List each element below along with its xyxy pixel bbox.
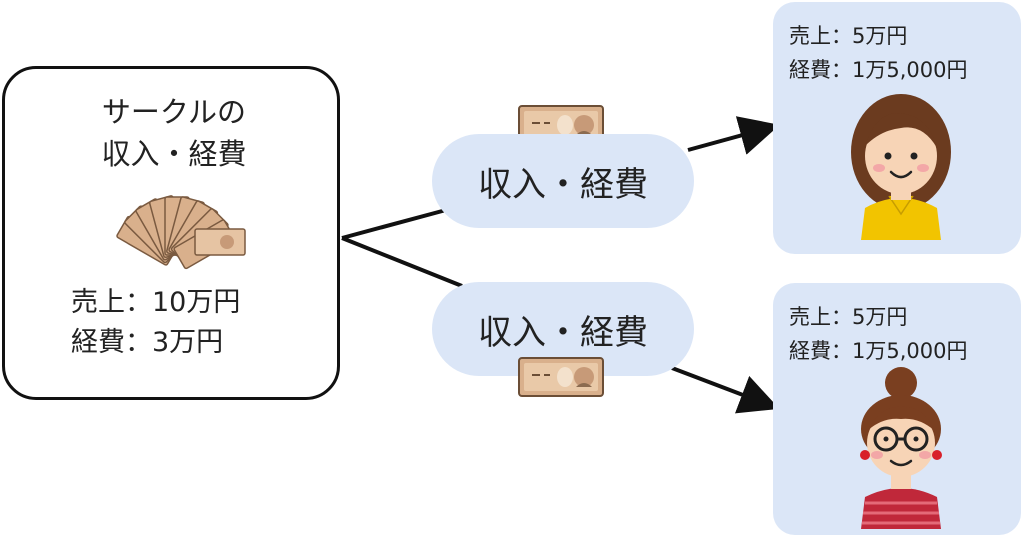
member-card-1: 売上：5万円 経費：1万5,000円 — [773, 2, 1021, 254]
arrow-upper — [687, 116, 780, 155]
member1-expenses: 経費：1万5,000円 — [789, 58, 968, 82]
member2-sales: 売上：5万円 — [789, 305, 908, 329]
banknote-icon — [518, 357, 604, 397]
arrow-lower — [671, 366, 780, 414]
split-line-lower — [341, 236, 463, 288]
flow-pill-upper: 収入・経費 — [432, 134, 694, 228]
banknote-fan-icon — [116, 195, 246, 270]
woman-avatar-icon — [851, 94, 951, 240]
circle-title-line2: 収入・経費 — [101, 137, 247, 171]
circle-sales: 売上：10万円 — [71, 287, 241, 318]
member2-expenses: 経費：1万5,000円 — [789, 339, 968, 363]
circle-expenses: 経費：3万円 — [71, 327, 224, 358]
circle-title-line1: サークルの — [101, 95, 247, 129]
member-card-2: 売上：5万円 経費：1万5,000円 — [773, 283, 1021, 535]
circle-summary-box: サークルの 収入・経費 売上：10万円 経費：3万円 — [2, 66, 340, 400]
member1-sales: 売上：5万円 — [789, 24, 908, 48]
woman-glasses-avatar-icon — [860, 367, 942, 529]
split-line-upper — [341, 208, 447, 240]
